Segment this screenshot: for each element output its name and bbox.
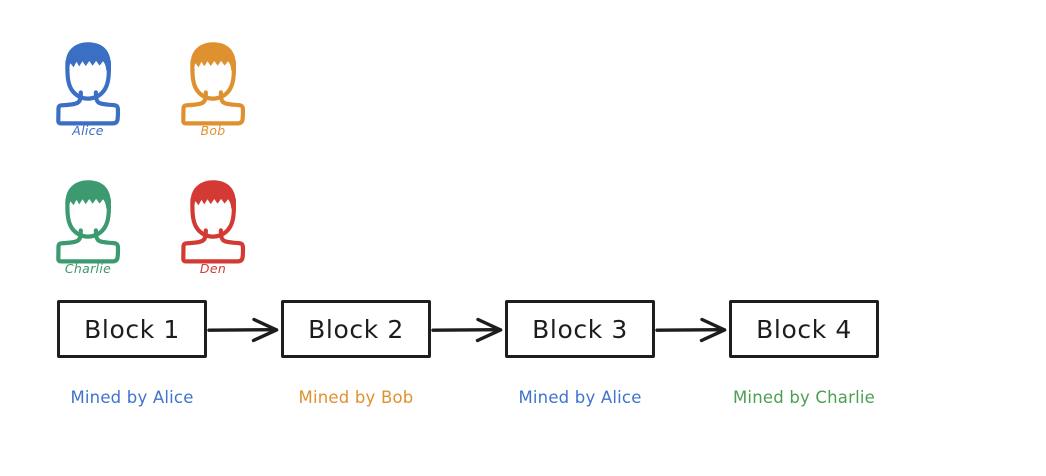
participant-den[interactable]: Den [170, 173, 256, 283]
person-avatar-icon [56, 180, 121, 264]
block-label: Block 1 [84, 314, 180, 344]
block-4[interactable]: Block 4 Mined by Charlie [729, 300, 879, 407]
arrow-right-icon [655, 317, 727, 343]
block-miner-caption: Mined by Charlie [732, 388, 876, 407]
block-box[interactable]: Block 4 [729, 300, 879, 358]
person-avatar-icon [45, 173, 131, 265]
person-avatar-icon [170, 35, 256, 127]
block-miner-caption: Mined by Alice [518, 388, 642, 407]
person-avatar-icon [181, 180, 246, 264]
block-box[interactable]: Block 1 [57, 300, 207, 358]
arrow-right-icon [207, 317, 279, 343]
block-box[interactable]: Block 2 [281, 300, 431, 358]
participant-label: Den [199, 261, 227, 276]
block-2[interactable]: Block 2 Mined by Bob [281, 300, 431, 407]
participant-label: Charlie [64, 261, 112, 276]
block-label: Block 4 [756, 314, 852, 344]
person-avatar-icon [170, 173, 256, 265]
chain-arrow-3 [655, 317, 733, 343]
arrow-right-icon [431, 317, 503, 343]
block-box[interactable]: Block 3 [505, 300, 655, 358]
participant-alice[interactable]: Alice [45, 35, 131, 145]
participant-charlie[interactable]: Charlie [45, 173, 131, 283]
participant-label: Bob [200, 123, 226, 138]
block-miner-caption: Mined by Bob [298, 388, 414, 407]
chain-arrow-2 [431, 317, 509, 343]
block-3[interactable]: Block 3 Mined by Alice [505, 300, 655, 407]
block-miner-caption: Mined by Alice [70, 388, 194, 407]
block-1[interactable]: Block 1 Mined by Alice [57, 300, 207, 407]
person-avatar-icon [56, 42, 121, 126]
chain-arrow-1 [207, 317, 285, 343]
participant-label: Alice [72, 123, 104, 138]
person-avatar-icon [45, 35, 131, 127]
block-label: Block 3 [532, 314, 628, 344]
participant-bob[interactable]: Bob [170, 35, 256, 145]
blockchain-group: Block 1 Mined by Alice Block 2 Mined by Bo… [0, 300, 1046, 430]
block-label: Block 2 [308, 314, 404, 344]
person-avatar-icon [181, 42, 246, 126]
